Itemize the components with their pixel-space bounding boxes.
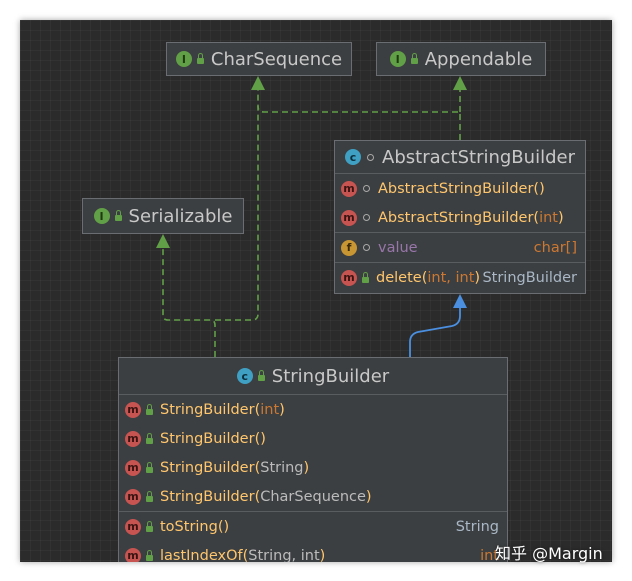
method-params: String	[260, 459, 304, 476]
member-row[interactable]: m AbstractStringBuilder()	[335, 174, 585, 203]
member-row[interactable]: m StringBuilder(String)	[119, 453, 507, 482]
method-badge-icon: m	[125, 401, 141, 418]
edge-stringbuilder-serializable	[162, 248, 216, 357]
method-params: CharSequence	[260, 488, 366, 505]
dot-icon	[363, 185, 370, 192]
lock-icon	[257, 370, 265, 381]
arrowhead-charsequence	[251, 76, 265, 90]
arrowhead-appendable	[453, 76, 467, 90]
member-row[interactable]: m delete(int, int) StringBuilder	[335, 262, 585, 292]
method-name: StringBuilder	[160, 430, 255, 447]
method-params: int	[539, 209, 558, 226]
lock-icon	[410, 53, 418, 64]
member-row[interactable]: m toString() String	[119, 511, 507, 541]
dot-icon	[367, 153, 375, 161]
dot-icon	[363, 244, 370, 251]
lock-icon	[146, 549, 153, 561]
method-badge-icon: m	[125, 430, 141, 447]
dot-icon	[363, 214, 370, 221]
lock-icon	[114, 210, 122, 221]
lock-icon	[146, 490, 153, 502]
method-name: delete	[376, 269, 422, 286]
method-badge-icon: m	[341, 269, 357, 286]
node-charsequence[interactable]: I CharSequence	[166, 42, 352, 76]
lock-icon	[146, 432, 153, 444]
field-name: value	[378, 239, 418, 256]
method-name: AbstractStringBuilder	[378, 180, 534, 197]
return-type: String	[455, 518, 499, 535]
method-badge-icon: m	[125, 459, 141, 476]
interface-badge-icon: I	[389, 51, 406, 67]
node-abstractstringbuilder[interactable]: c AbstractStringBuilder m AbstractString…	[334, 140, 586, 294]
member-row[interactable]: m StringBuilder()	[119, 424, 507, 453]
class-badge-icon: c	[236, 368, 253, 384]
node-title: Serializable	[128, 205, 233, 227]
method-badge-icon: m	[341, 209, 357, 226]
node-serializable[interactable]: I Serializable	[82, 198, 244, 234]
method-name: StringBuilder	[160, 459, 255, 476]
diagram-canvas: I CharSequence I Appendable I Serializab…	[20, 20, 612, 562]
method-params: int	[260, 401, 280, 418]
interface-badge-icon: I	[175, 51, 192, 67]
class-title: StringBuilder	[271, 365, 390, 387]
method-name: lastIndexOf	[160, 547, 243, 563]
edge-abstract-charsequence	[257, 105, 461, 140]
method-badge-icon: m	[125, 547, 141, 562]
member-row[interactable]: m StringBuilder(int)	[119, 395, 507, 424]
edge-stringbuilder-abstract	[409, 308, 461, 357]
method-badge-icon: m	[125, 488, 141, 505]
return-type: int	[480, 547, 499, 563]
member-row[interactable]: m StringBuilder(CharSequence)	[119, 482, 507, 511]
node-stringbuilder[interactable]: c StringBuilder m StringBuilder(int) m S…	[118, 357, 508, 562]
lock-icon	[362, 271, 369, 283]
method-params: String, int	[248, 547, 320, 563]
class-title: AbstractStringBuilder	[382, 146, 575, 168]
return-type: StringBuilder	[482, 269, 577, 286]
class-header: c AbstractStringBuilder	[335, 141, 585, 174]
method-name: StringBuilder	[160, 401, 255, 418]
lock-icon	[146, 461, 153, 473]
arrowhead-abstract	[453, 294, 467, 308]
method-params: int, int	[427, 269, 475, 286]
method-name: StringBuilder	[160, 488, 255, 505]
field-type: char[]	[533, 239, 577, 256]
abstract-class-badge-icon: c	[345, 149, 362, 165]
edges-layer	[156, 76, 467, 357]
interface-badge-icon: I	[93, 208, 110, 224]
member-row[interactable]: f value char[]	[335, 232, 585, 262]
arrowhead-serializable	[156, 234, 170, 248]
method-badge-icon: m	[125, 518, 141, 535]
edge-stringbuilder-charsequence	[215, 90, 259, 321]
lock-icon	[146, 520, 153, 532]
member-row[interactable]: m AbstractStringBuilder(int)	[335, 203, 585, 232]
watermark: 知乎 @Margin	[495, 544, 603, 563]
node-title: CharSequence	[210, 48, 343, 70]
lock-icon	[196, 53, 204, 64]
method-name: toString	[160, 518, 218, 535]
lock-icon	[146, 403, 153, 415]
method-name: AbstractStringBuilder	[378, 209, 534, 226]
member-row[interactable]: m lastIndexOf(String, int) int	[119, 541, 507, 562]
field-badge-icon: f	[341, 239, 357, 256]
node-title: Appendable	[424, 48, 533, 70]
method-badge-icon: m	[341, 180, 357, 197]
class-header: c StringBuilder	[119, 358, 507, 395]
node-appendable[interactable]: I Appendable	[376, 42, 546, 76]
